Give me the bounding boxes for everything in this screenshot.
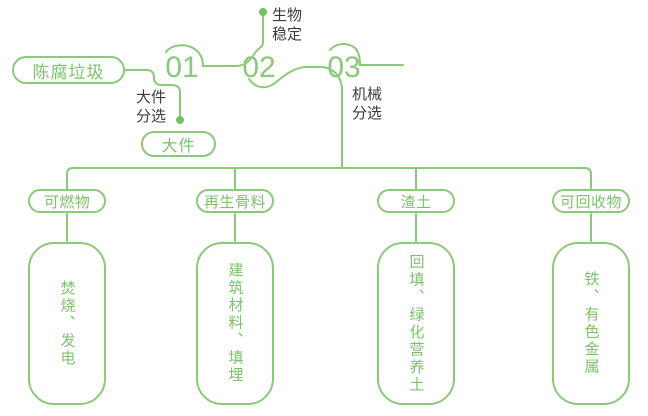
line-distribution-rail: [66, 167, 592, 190]
dot-large-item: [176, 116, 184, 124]
step-number-03: 03: [327, 51, 361, 84]
line-source-to-large-item-drop: [124, 69, 181, 117]
step-number-02: 02: [242, 51, 276, 84]
node-large-item: 大件: [141, 131, 216, 157]
result-text: 回填、绿化营养土: [407, 253, 425, 394]
node-category-recycled-aggregate: 再生骨料: [196, 189, 274, 213]
result-text: 建筑材料、填埋: [226, 262, 244, 385]
node-category-combustibles: 可燃物: [28, 189, 106, 213]
node-source: 陈腐垃圾: [12, 56, 125, 84]
node-category-recyclables: 可回收物: [552, 189, 630, 213]
label-mechanical-sorting: 机械 分选: [352, 86, 383, 122]
line-01-to-02-bio-riser: [165, 15, 264, 67]
result-text: 铁、有色金属: [582, 271, 600, 376]
line-03-outgoing: [329, 43, 404, 66]
node-result-building-materials: 建筑材料、填埋: [196, 242, 274, 405]
dot-bio-stabilization: [259, 8, 267, 16]
step-number-01: 01: [165, 51, 199, 84]
label-large-item-sorting: 大件 分选: [136, 89, 167, 125]
node-result-metals: 铁、有色金属: [552, 242, 630, 405]
node-result-backfill: 回填、绿化营养土: [377, 242, 455, 405]
result-text: 焚烧、发电: [58, 279, 76, 368]
label-bio-stabilization: 生物 稳定: [272, 7, 303, 43]
line-02-to-03-drop: [248, 66, 343, 169]
node-category-slag-soil: 渣土: [377, 189, 455, 213]
node-result-incineration: 焚烧、发电: [28, 242, 106, 405]
